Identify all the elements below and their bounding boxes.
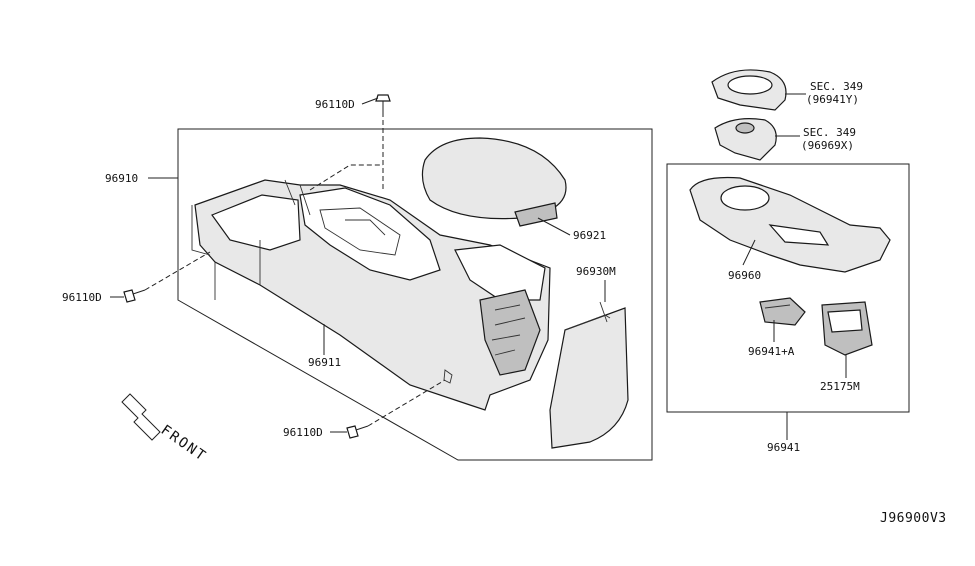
- leader-finisher: [742, 239, 756, 266]
- console-group-frame: [177, 128, 653, 461]
- sec349-b-part: [714, 118, 777, 161]
- label-bolt-left: 96110D: [62, 291, 102, 304]
- leader-bolt-top: [361, 97, 379, 105]
- leader-lid: [537, 217, 571, 236]
- label-lid: 96921: [573, 229, 606, 242]
- bolt-left-part: [123, 289, 146, 303]
- switch-a-part: [759, 297, 806, 326]
- switch-b-part: [821, 301, 873, 356]
- label-switch-a: 96941+A: [748, 345, 795, 358]
- console-body-part: [191, 179, 551, 411]
- label-front: FRONT: [158, 422, 210, 465]
- label-sec349-a: SEC. 349: [810, 80, 863, 93]
- label-sec349-a-sub: (96941Y): [806, 93, 859, 106]
- lid-part: [421, 137, 567, 227]
- finisher-part: [689, 176, 891, 273]
- finisher-group-frame: [666, 163, 910, 413]
- label-side-panel: 96930M: [576, 265, 616, 278]
- bolt-bottom-part: [346, 425, 369, 439]
- label-sec349-b-sub: (96969X): [801, 139, 854, 152]
- label-finisher: 96960: [728, 269, 761, 282]
- label-console-body: 96911: [308, 356, 341, 369]
- label-finisher-assy: 96941: [767, 441, 800, 454]
- bolt-left-dash: [144, 251, 211, 291]
- side-panel-part: [549, 301, 629, 449]
- front-arrow-icon: [121, 393, 161, 441]
- label-console-assy: 96910: [105, 172, 138, 185]
- label-bolt-top: 96110D: [315, 98, 355, 111]
- label-bolt-bottom: 96110D: [283, 426, 323, 439]
- bolt-top-part: [375, 94, 391, 112]
- bolt-bottom-dash: [367, 379, 446, 427]
- label-sec349-b: SEC. 349: [803, 126, 856, 139]
- diagram-id: J96900V3: [880, 511, 947, 526]
- label-switch-b: 25175M: [820, 380, 860, 393]
- sec349-a-part: [711, 69, 787, 111]
